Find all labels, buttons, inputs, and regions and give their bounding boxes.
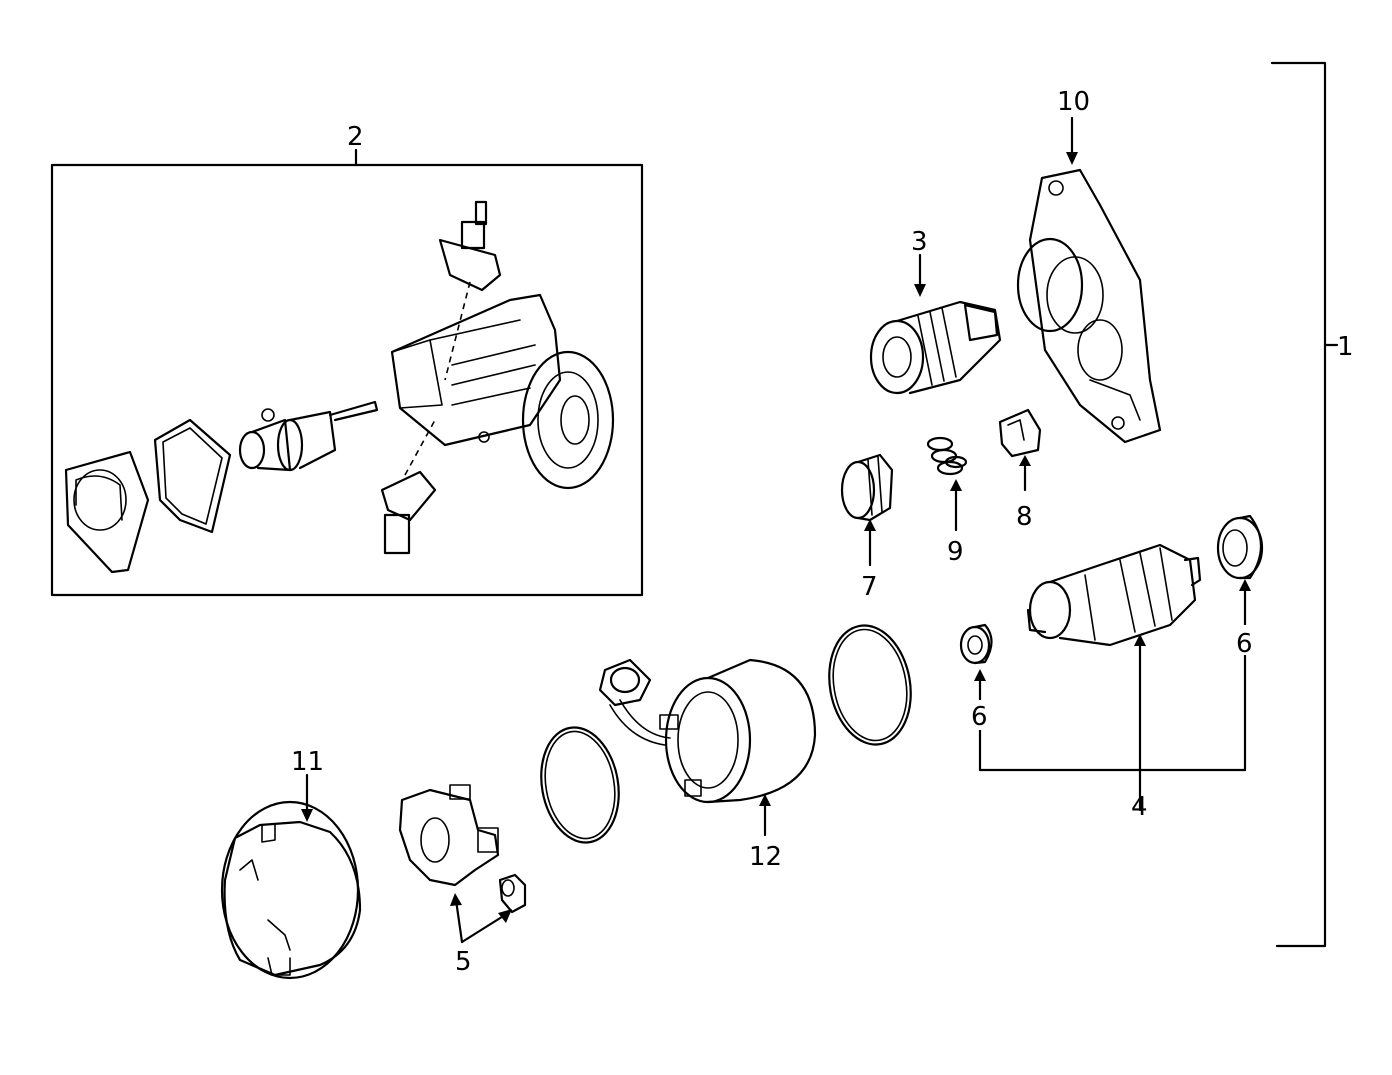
brush-callouts: 5 xyxy=(450,893,512,977)
brush-part xyxy=(498,873,527,914)
solenoid-lower-terminal xyxy=(380,419,437,555)
callout-4: 4 xyxy=(1131,792,1148,822)
pinion-clutch: 3 xyxy=(869,227,1002,395)
callout-8: 8 xyxy=(1016,502,1033,532)
bearing-front xyxy=(959,623,993,665)
spring-part: 9 xyxy=(926,436,968,567)
solenoid-housing xyxy=(390,293,615,490)
callout-2: 2 xyxy=(347,122,364,152)
callout-6-front: 6 xyxy=(971,702,988,732)
callout-11: 11 xyxy=(291,747,324,777)
o-ring-small xyxy=(540,726,620,844)
retainer-part: 8 xyxy=(998,408,1042,532)
callout-6-rear: 6 xyxy=(1236,629,1253,659)
brush-holder xyxy=(398,784,500,887)
assembly-bracket: 1 xyxy=(1270,61,1354,948)
idler-gear: 7 xyxy=(840,453,894,602)
drive-housing: 10 xyxy=(1016,87,1162,444)
armature: 4 xyxy=(1026,543,1202,822)
bearing-callouts: 6 6 xyxy=(966,579,1259,772)
callout-9: 9 xyxy=(947,537,964,567)
solenoid-subassembly-box: 2 xyxy=(50,122,644,597)
callout-3: 3 xyxy=(911,227,928,257)
o-ring-large xyxy=(828,624,912,746)
solenoid-plunger xyxy=(238,400,379,472)
solenoid-upper-terminal xyxy=(438,200,502,381)
callout-1: 1 xyxy=(1337,332,1354,362)
solenoid-gasket xyxy=(153,418,232,534)
end-frame: 11 xyxy=(220,747,362,980)
callout-5: 5 xyxy=(455,947,472,977)
field-frame: 12 xyxy=(598,658,817,872)
bearing-rear xyxy=(1216,514,1264,580)
callout-12: 12 xyxy=(749,842,782,872)
callout-10: 10 xyxy=(1057,87,1090,117)
solenoid-end-cover xyxy=(64,450,150,574)
callout-7: 7 xyxy=(861,572,878,602)
